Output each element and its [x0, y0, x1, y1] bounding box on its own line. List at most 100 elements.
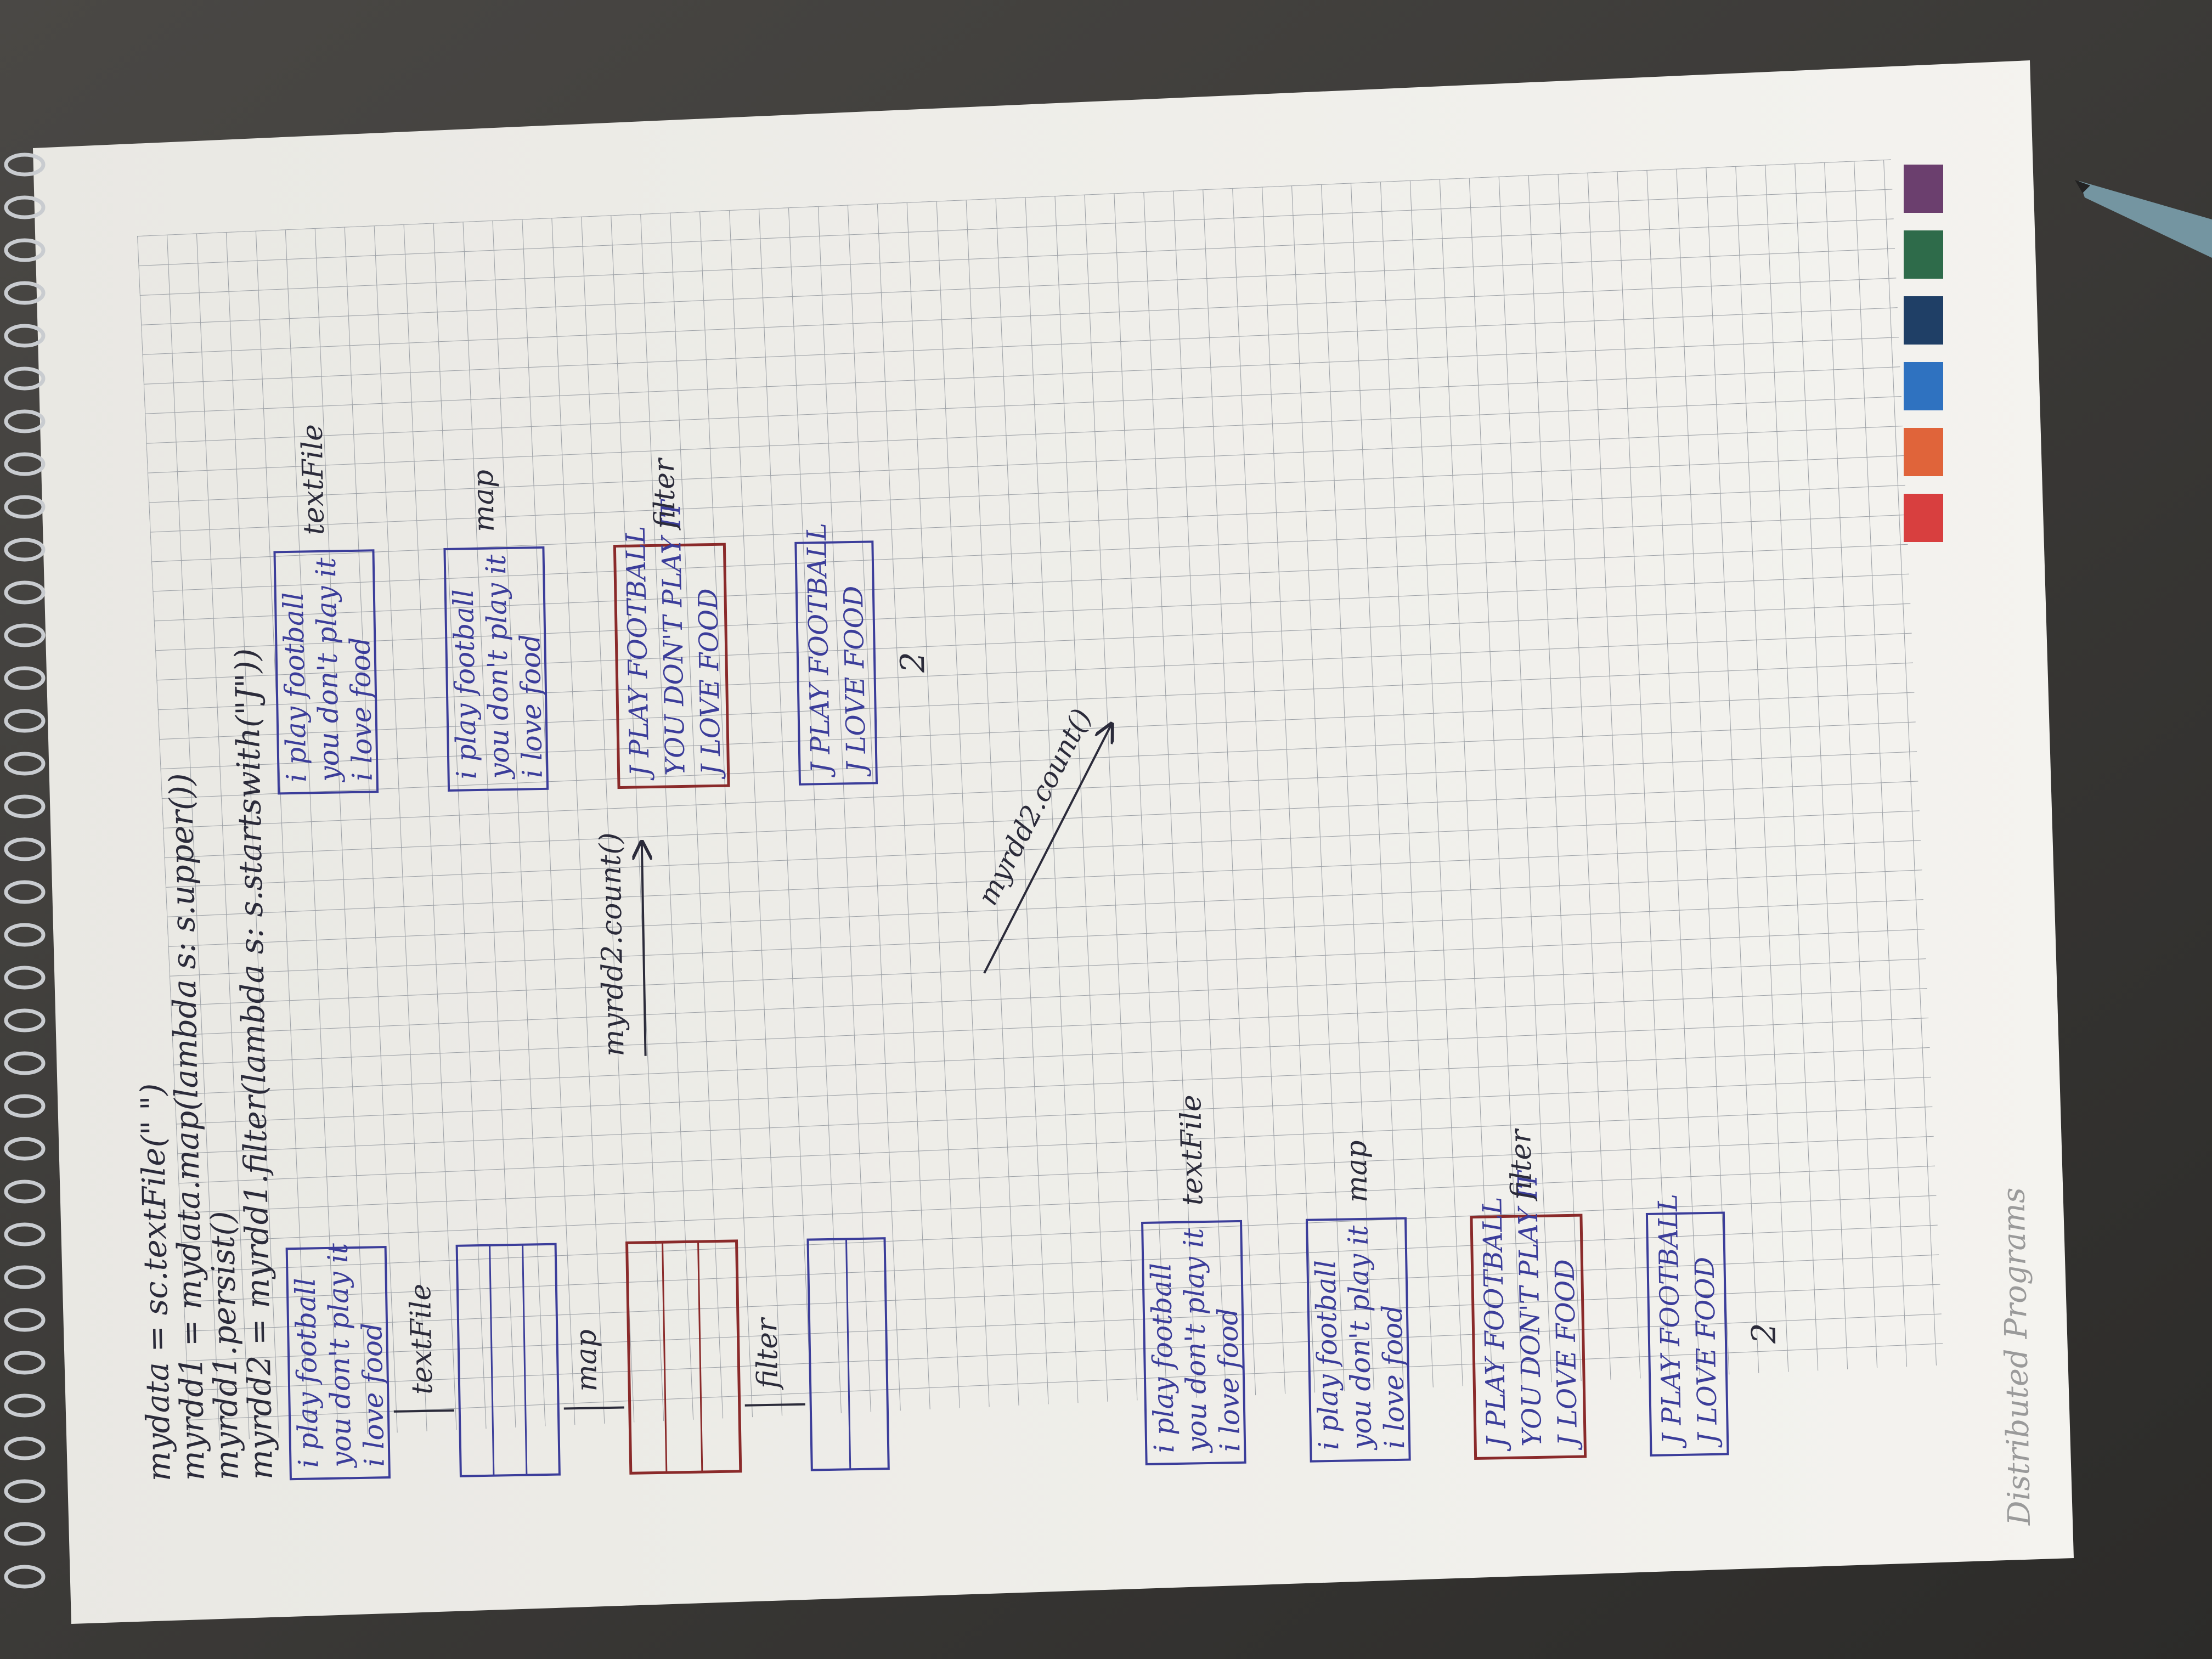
partition-row: you don't play it: [480, 554, 516, 780]
partition-row: i love food: [1376, 1305, 1411, 1449]
grid-area: [137, 159, 1944, 1442]
spiral-ring: [4, 1008, 46, 1032]
step-label-filter: filter: [751, 1316, 785, 1391]
spiral-ring: [4, 281, 46, 305]
upper-row: J PLAY FOOTBALL: [1477, 1197, 1512, 1452]
color-swatch-strip: [1904, 165, 1943, 542]
spiral-ring: [4, 580, 46, 605]
partition-row: i love food: [514, 634, 549, 778]
spiral-ring: [4, 666, 46, 690]
spiral-ring: [4, 195, 46, 219]
partition-box: [455, 1243, 561, 1477]
spiral-ring: [4, 1137, 46, 1161]
partition-box-persisted: [625, 1239, 742, 1475]
partition-row: you don't play it: [1342, 1224, 1378, 1451]
partition-box: [1305, 1217, 1411, 1463]
color-swatch: [1904, 362, 1943, 410]
spiral-ring: [4, 1180, 46, 1204]
source-row: i love food: [344, 637, 379, 781]
spiral-ring: [4, 1051, 46, 1075]
upper-row: YOU DON'T PLAY IT: [1512, 1169, 1548, 1447]
partition-row: i play football: [1310, 1260, 1345, 1450]
spiral-ring: [4, 794, 46, 819]
count-label: myrdd2.count(): [594, 832, 630, 1057]
count-result: 2: [894, 651, 933, 673]
step-label-map: map: [1340, 1140, 1374, 1203]
spiral-ring: [4, 409, 46, 433]
color-swatch: [1904, 296, 1943, 345]
spiral-ring: [4, 452, 46, 476]
upper-row: J LOVE FOOD: [693, 588, 727, 780]
spiral-ring: [4, 495, 46, 519]
upper-row: J PLAY FOOTBALL: [620, 526, 656, 781]
spiral-ring: [4, 1436, 46, 1460]
filtered-row: J PLAY FOOTBALL: [802, 523, 837, 778]
step-label-map: map: [569, 1329, 603, 1392]
spiral-ring: [4, 623, 46, 647]
empty-pipeline-diagram: i play football you don't play it i love…: [285, 1237, 890, 1481]
spiral-ring: [4, 538, 46, 562]
spiral-ring: [4, 1522, 46, 1546]
spiral-ring: [4, 1222, 46, 1246]
spiral-ring: [4, 966, 46, 990]
source-row: you don't play it: [321, 1243, 357, 1469]
filled-pipeline-diagram: i play football you don't play it i love…: [273, 424, 933, 795]
result-pipeline-diagram: i play football you don't play it i love…: [1141, 1094, 1784, 1465]
partition-box: [794, 540, 878, 786]
spiral-ring: [4, 1479, 46, 1503]
count-result: 2: [1745, 1322, 1784, 1344]
upper-row: YOU DON'T PLAY IT: [656, 498, 691, 776]
step-label-map: map: [467, 470, 501, 533]
color-swatch: [1904, 494, 1943, 542]
color-swatch: [1904, 428, 1943, 476]
partition-box: [1645, 1211, 1729, 1457]
spiral-ring: [4, 366, 46, 391]
spiral-ring: [4, 1565, 46, 1589]
spiral-ring: [4, 1308, 46, 1332]
source-row: i love food: [356, 1323, 391, 1467]
step-label-textfile: textFile: [1175, 1094, 1210, 1206]
spiral-ring: [4, 1094, 46, 1118]
spiral-ring: [4, 837, 46, 861]
spiral-ring: [4, 1393, 46, 1418]
partition-box-persisted: [1470, 1214, 1587, 1460]
pen: [2075, 180, 2212, 258]
spiral-ring: [4, 880, 46, 904]
filtered-row: J PLAY FOOTBALL: [1652, 1194, 1688, 1449]
source-row: i play football: [1145, 1262, 1180, 1453]
source-box: [273, 549, 379, 795]
step-label-textfile: textFile: [404, 1283, 439, 1395]
spiral-ring: [4, 324, 46, 348]
step-label-textfile: textFile: [296, 424, 331, 535]
code-block: mydata = sc.textFile(" ") myrdd1 = mydat…: [133, 648, 280, 1482]
code-line: mydata = sc.textFile(" "): [133, 1083, 178, 1482]
upper-row: J LOVE FOOD: [1549, 1259, 1583, 1451]
source-row: you don't play it: [310, 557, 346, 783]
source-row: you don't play it: [1177, 1227, 1213, 1453]
spiral-ring: [4, 1351, 46, 1375]
source-box: [1141, 1220, 1246, 1465]
step-label-filter: filter: [648, 456, 682, 531]
filtered-row: J LOVE FOOD: [838, 585, 872, 777]
color-swatch: [1904, 230, 1943, 279]
filtered-row: J LOVE FOOD: [1689, 1256, 1723, 1448]
spiral-ring: [4, 1265, 46, 1289]
source-box: [285, 1246, 391, 1481]
partition-box-persisted: [613, 543, 730, 789]
step-label-filter: filter: [1504, 1127, 1538, 1202]
source-row: i play football: [290, 1278, 325, 1468]
source-row: i love food: [1212, 1307, 1246, 1452]
corner-label: Distributed Programs: [1996, 1187, 2038, 1526]
partition-box: [443, 546, 549, 792]
spiral-ring: [4, 923, 46, 947]
spiral-ring: [4, 752, 46, 776]
notebook-page: [33, 60, 2074, 1624]
source-row: i play football: [278, 592, 313, 782]
partition-row: i play football: [448, 589, 483, 779]
spiral-ring: [4, 153, 46, 177]
spiral-ring: [4, 238, 46, 262]
spiral-binding: [4, 153, 46, 1589]
color-swatch: [1904, 165, 1943, 213]
code-line: myrdd1.persist(): [204, 1211, 246, 1481]
spiral-ring: [4, 709, 46, 733]
